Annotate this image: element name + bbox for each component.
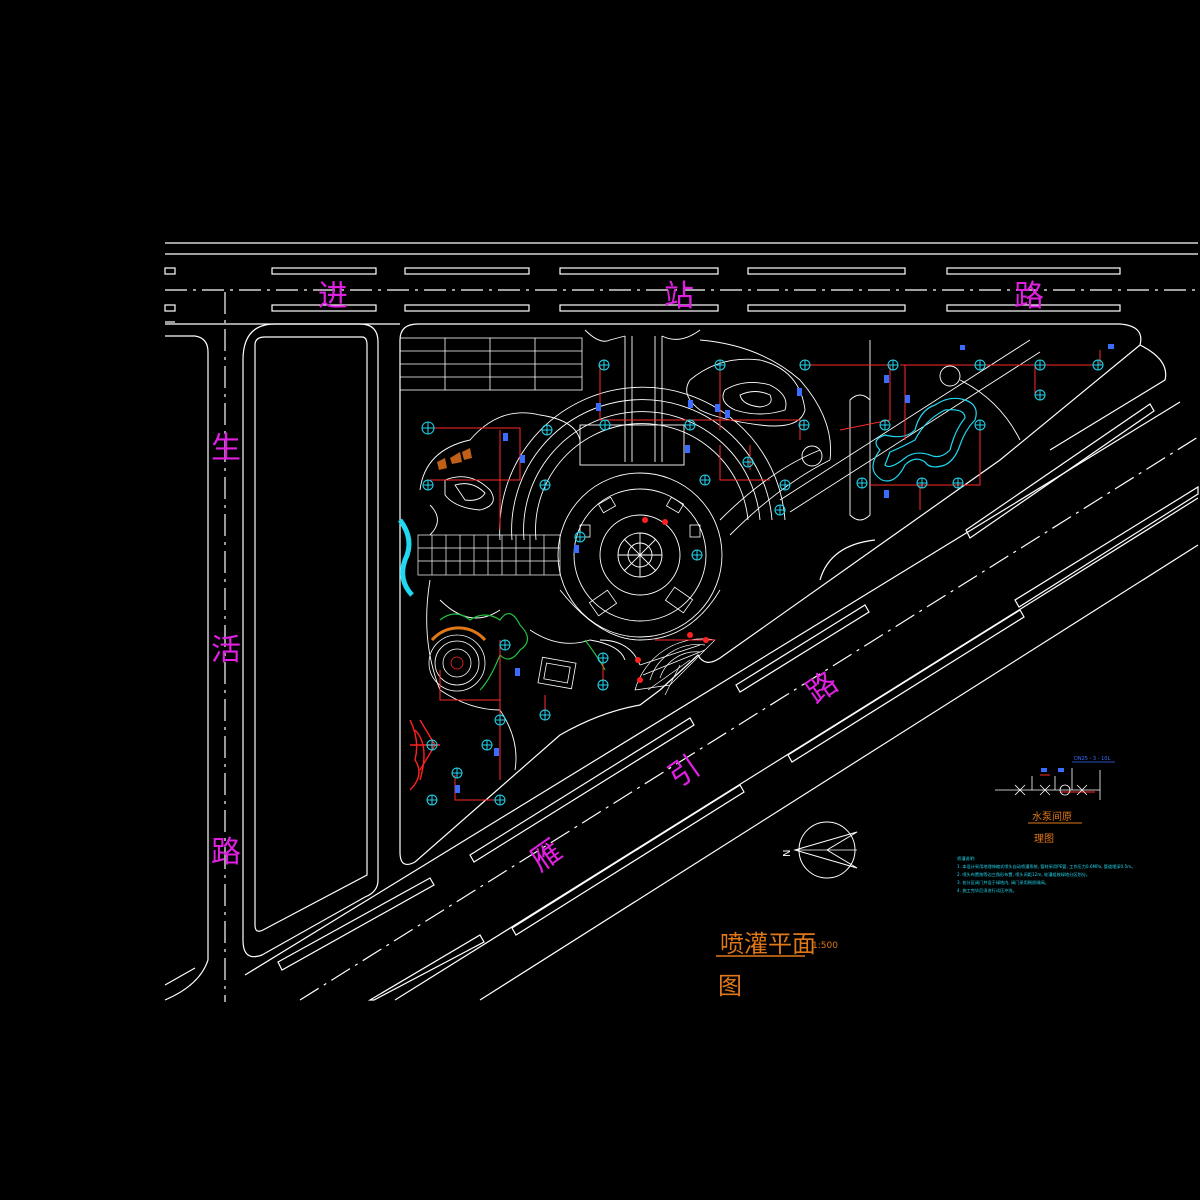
notes-line-3: 3. 各分区阀门井设于绿地内, 阀门采用铜质闸阀。 [957,879,1049,886]
road-label-top-3: 路 [1014,279,1044,314]
notes-line-2: 2. 喷头布置按等边三角形布置, 喷头间距12m, 轮灌组按绿地分区划分。 [957,871,1090,878]
road-shenghuo-lines [164,292,400,1002]
road-label-left-2: 活 [211,633,241,668]
site-boundary [399,323,1167,865]
drawing-title: 喷灌平面 [720,930,816,958]
brown-rocks [437,448,472,470]
pools [397,397,977,597]
road-label-top-1: 进 [318,279,348,314]
design-notes: 喷灌说明: 1. 本设计采用地埋伸缩式喷头自动喷灌系统, 管材采用PE管, 工作… [957,855,1135,894]
pump-schematic [995,768,1101,800]
round-pavilion [428,626,487,692]
road-jinzhan-lines [164,242,1198,312]
sprinkler-heads [421,359,1104,806]
pipe-tags [455,344,1114,793]
road-label-top-2: 站 [664,279,694,314]
entry-axis [579,329,701,466]
road-yanyin-lines [244,401,1199,1001]
legend-title: 水泵间原 [1032,810,1072,823]
road-label-left-1: 生 [211,431,241,466]
garden-paths [419,339,1021,771]
legend-subtitle: 理图 [1034,833,1054,845]
plaza-benches [579,496,701,617]
notes-line-4: 4. 施工完毕后须进行试压冲洗。 [957,887,1017,894]
west-entry-grid [417,534,561,576]
valve-dots [635,517,709,683]
drawing-scale: 1:500 [812,941,838,951]
north-label: N [782,850,793,857]
drawing-title-line-2: 图 [718,972,742,1000]
notes-line-1: 1. 本设计采用地埋伸缩式喷头自动喷灌系统, 管材采用PE管, 工作压力0.6M… [957,863,1135,870]
notes-heading: 喷灌说明: [957,855,975,862]
legend-tag: DN25 - 3 - 10L [1074,756,1110,762]
north-arrow [793,821,858,879]
road-label-left-3: 路 [211,835,241,870]
small-structure [537,656,577,690]
parking-grid [399,337,583,391]
